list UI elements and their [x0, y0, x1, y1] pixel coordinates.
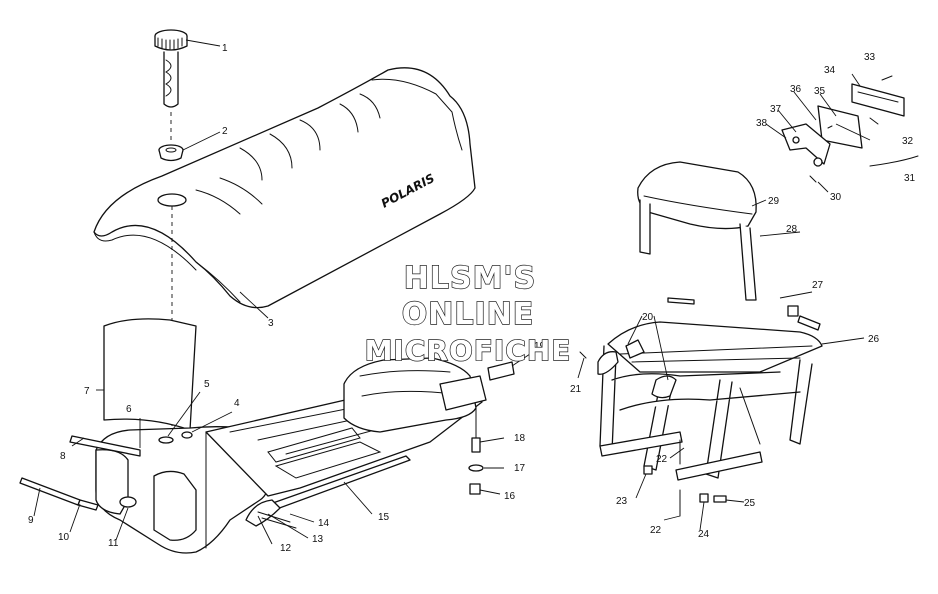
callout-26: 26	[868, 334, 880, 345]
callout-35: 35	[814, 86, 826, 97]
callout-7: 7	[84, 386, 90, 397]
callout-10: 10	[58, 532, 70, 543]
callout-numbers: 1 2 3 4 5 6 7 8 9 10 11 12 13 14 15 16 1…	[28, 43, 916, 554]
luggage-rack	[599, 321, 823, 481]
callout-38: 38	[756, 118, 768, 129]
callout-13: 13	[312, 534, 324, 545]
callout-18: 18	[514, 433, 526, 444]
callout-32: 32	[902, 136, 914, 147]
callout-5: 5	[204, 379, 210, 390]
callout-24: 24	[698, 529, 710, 540]
callout-16: 16	[504, 491, 516, 502]
callout-23: 23	[616, 496, 628, 507]
callout-22b: 22	[650, 525, 662, 536]
rack-mount-bolt	[787, 305, 821, 331]
screw-21	[579, 351, 587, 359]
leader-lines	[33, 39, 871, 545]
callout-28: 28	[786, 224, 798, 235]
callout-6: 6	[126, 404, 132, 415]
callout-19: 19	[534, 341, 546, 352]
watermark-line-3: MICROFICHE	[365, 334, 572, 367]
callout-22a: 22	[656, 454, 668, 465]
watermark: HLSM'S ONLINE MICROFICHE	[364, 260, 572, 367]
taillight-assembly	[781, 75, 919, 183]
callout-3: 3	[268, 318, 274, 329]
callout-4: 4	[234, 398, 240, 409]
callout-11: 11	[108, 538, 119, 549]
callout-20: 20	[642, 312, 654, 323]
fuel-line	[19, 435, 141, 511]
callout-14: 14	[318, 518, 330, 529]
callout-25: 25	[744, 498, 756, 509]
callout-37: 37	[770, 104, 782, 115]
fuel-tank-body	[95, 426, 270, 554]
rear-bracket	[245, 499, 297, 529]
heat-shield	[103, 318, 197, 431]
callout-12: 12	[280, 543, 292, 554]
callout-21: 21	[570, 384, 582, 395]
lower-bolts	[643, 439, 727, 517]
callout-34: 34	[824, 65, 836, 76]
rear-seat-cushion	[343, 357, 515, 433]
grab-handles	[597, 339, 677, 399]
fuel-fill-grommet	[158, 144, 184, 162]
backrest-upright	[639, 199, 757, 301]
callout-2: 2	[222, 126, 228, 137]
spacer-rod	[667, 297, 695, 305]
callout-15: 15	[378, 512, 390, 523]
callout-9: 9	[28, 515, 34, 526]
callout-1: 1	[222, 43, 228, 54]
backrest-pad	[637, 161, 757, 230]
watermark-line-1: HLSM'S	[404, 261, 536, 296]
callout-29: 29	[768, 196, 780, 207]
bolt-washer-stack	[468, 407, 484, 495]
callout-27: 27	[812, 280, 824, 291]
callout-36: 36	[790, 84, 802, 95]
callout-33: 33	[864, 52, 876, 63]
callout-30: 30	[830, 192, 842, 203]
callout-17: 17	[514, 463, 526, 474]
watermark-line-2: ONLINE	[402, 297, 535, 332]
callout-8: 8	[60, 451, 66, 462]
fuel-cap	[154, 29, 188, 108]
callout-31: 31	[904, 173, 916, 184]
seat: POLARIS	[93, 67, 476, 309]
